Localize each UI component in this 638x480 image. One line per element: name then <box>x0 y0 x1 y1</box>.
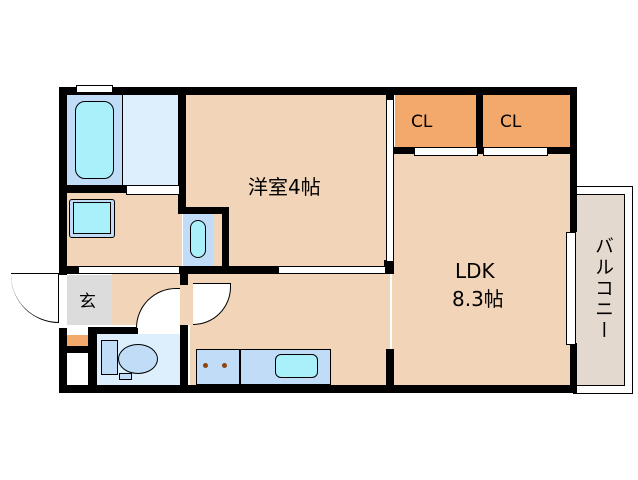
wall-closet-bottom-left <box>392 147 414 154</box>
wall-closet-bottom-mid <box>476 147 483 154</box>
bath-door[interactable] <box>126 185 180 195</box>
closet-2-label: CL <box>500 112 522 132</box>
burner-icon <box>203 363 208 368</box>
washing-machine-icon <box>190 220 206 258</box>
wall-closet-bottom-right <box>546 147 572 154</box>
wall-bath-bottom <box>66 185 126 193</box>
closet-2-door[interactable] <box>483 147 548 156</box>
wall-ldk-lower <box>386 349 394 389</box>
ldk-room <box>392 150 570 385</box>
closet-2 <box>483 95 570 147</box>
toilet-paper-icon <box>119 373 132 380</box>
wall-right-upper <box>570 87 577 232</box>
wall-mid-horizontal-right <box>384 260 394 274</box>
shoe-box <box>67 335 88 346</box>
wall-shoebox <box>62 346 92 353</box>
wall-hall-left <box>180 273 188 285</box>
toilet-bowl-icon <box>118 344 158 374</box>
wall-wm-right <box>222 207 229 270</box>
closet-1-door[interactable] <box>414 147 478 156</box>
burner-icon <box>222 363 227 368</box>
bath-window <box>76 85 113 93</box>
washroom-sliding-door[interactable] <box>78 266 180 274</box>
closet-1-label: CL <box>411 112 433 132</box>
entrance-area <box>67 275 112 325</box>
wall-toilet-top <box>88 327 138 334</box>
balcony-label: バルコニー <box>592 236 614 341</box>
entrance-door-swing[interactable] <box>11 273 59 323</box>
wall-western-right <box>386 87 394 99</box>
entrance-label: 玄 <box>79 292 96 312</box>
balcony-window[interactable] <box>566 232 576 345</box>
western-room-label: 洋室4帖 <box>248 175 321 199</box>
wall-left-lower <box>59 328 67 393</box>
bathtub-icon <box>75 101 114 179</box>
washbasin-inner <box>73 202 111 234</box>
wall-wm-top <box>178 207 228 214</box>
wall-top <box>59 87 577 95</box>
wall-left <box>59 87 67 275</box>
western-room <box>186 95 386 267</box>
ldk-sliding-door[interactable] <box>386 99 394 262</box>
wall-toilet-left <box>88 327 97 389</box>
balcony <box>573 194 625 386</box>
wall-bottom <box>59 385 577 393</box>
toilet-tank-icon <box>101 340 118 375</box>
sink-icon <box>275 354 318 378</box>
ldk-label-line2: 8.3帖 <box>452 287 504 311</box>
bathroom-dressing <box>122 95 178 185</box>
closet-1 <box>395 95 477 147</box>
wall-closet-mid <box>476 87 483 147</box>
ldk-label-line1: LDK <box>455 259 495 283</box>
storage-box <box>67 353 88 385</box>
wall-hall-left2 <box>180 325 188 388</box>
wall-right-lower <box>570 343 577 393</box>
western-sliding-door[interactable] <box>278 266 386 274</box>
wall-bath-right <box>178 87 186 214</box>
